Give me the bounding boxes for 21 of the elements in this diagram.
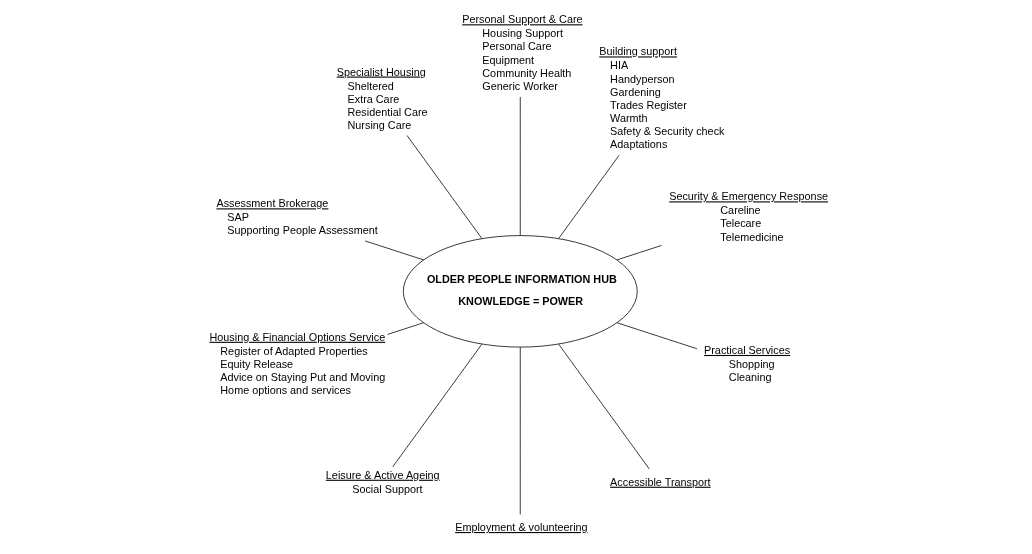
- connector: [519, 346, 521, 515]
- node-text: Building support HIA Handyperson Gardening Trades Register Warmth Safety & Security check Adaptations: [599, 45, 725, 151]
- node-text: Assessment Brokerage SAP Supporting People Assessment: [216, 197, 378, 237]
- connector: [387, 322, 424, 335]
- connector: [616, 322, 698, 350]
- node-text: Practical Services Shopping Cleaning: [704, 343, 791, 384]
- node-text: Housing & Financial Options Service Register of Adapted Properties Equity Release Advice on Staying Put and Moving Home options and services: [209, 330, 386, 397]
- connector: [364, 240, 424, 261]
- node-text: Security & Emergency Response Careline Telecare Telemedicine: [669, 190, 829, 243]
- connector: [558, 343, 650, 470]
- connector: [616, 245, 662, 261]
- node-text: Leisure & Active Ageing Social Support: [325, 468, 440, 495]
- connector: [519, 96, 521, 236]
- connector: [558, 154, 620, 239]
- node-text: Employment & volunteering: [455, 521, 588, 534]
- connector: [406, 135, 483, 239]
- node-text: Accessible Transport: [610, 475, 711, 488]
- node-text: Personal Support & Care Housing Support Personal Care Equipment Community Health Generic Worker: [462, 13, 583, 92]
- node-text: Specialist Housing Sheltered Extra Care Residential Care Nursing Care: [336, 65, 428, 131]
- node-ellipse: OLDER PEOPLE INFORMATION HUB KNOWLEDGE = POWER: [402, 235, 638, 348]
- connector: [392, 343, 483, 468]
